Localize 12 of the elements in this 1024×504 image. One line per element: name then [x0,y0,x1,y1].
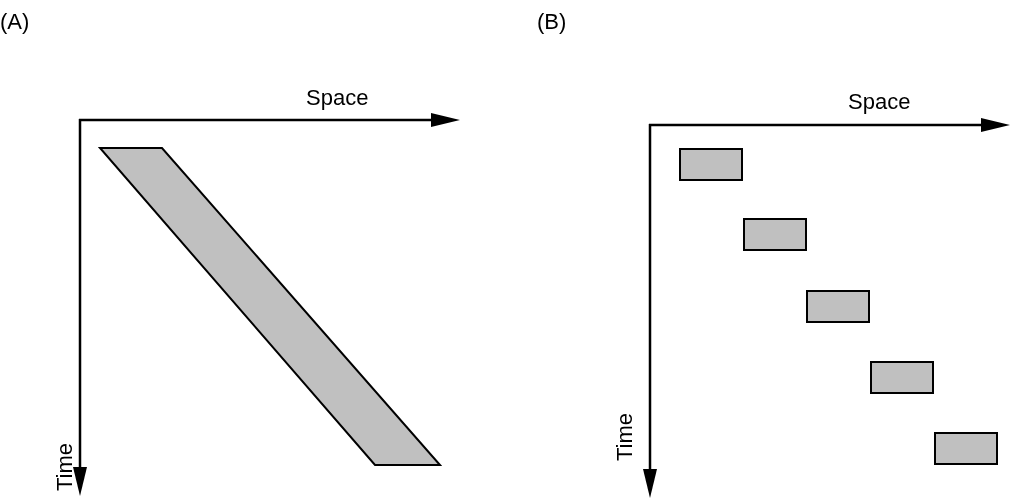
axis-label: Time [614,412,636,462]
block-rect [870,361,934,394]
axis-label: Space [848,88,911,116]
parallelogram-band [98,146,443,468]
axis-label: Time [54,442,76,492]
block-rect [806,290,870,323]
block-rect [934,432,998,465]
block-rect [743,218,807,251]
axis-label: Space [306,84,369,112]
panel-label: (A) [0,8,30,36]
panel-label: (B) [537,8,567,36]
block-rect [679,148,743,181]
